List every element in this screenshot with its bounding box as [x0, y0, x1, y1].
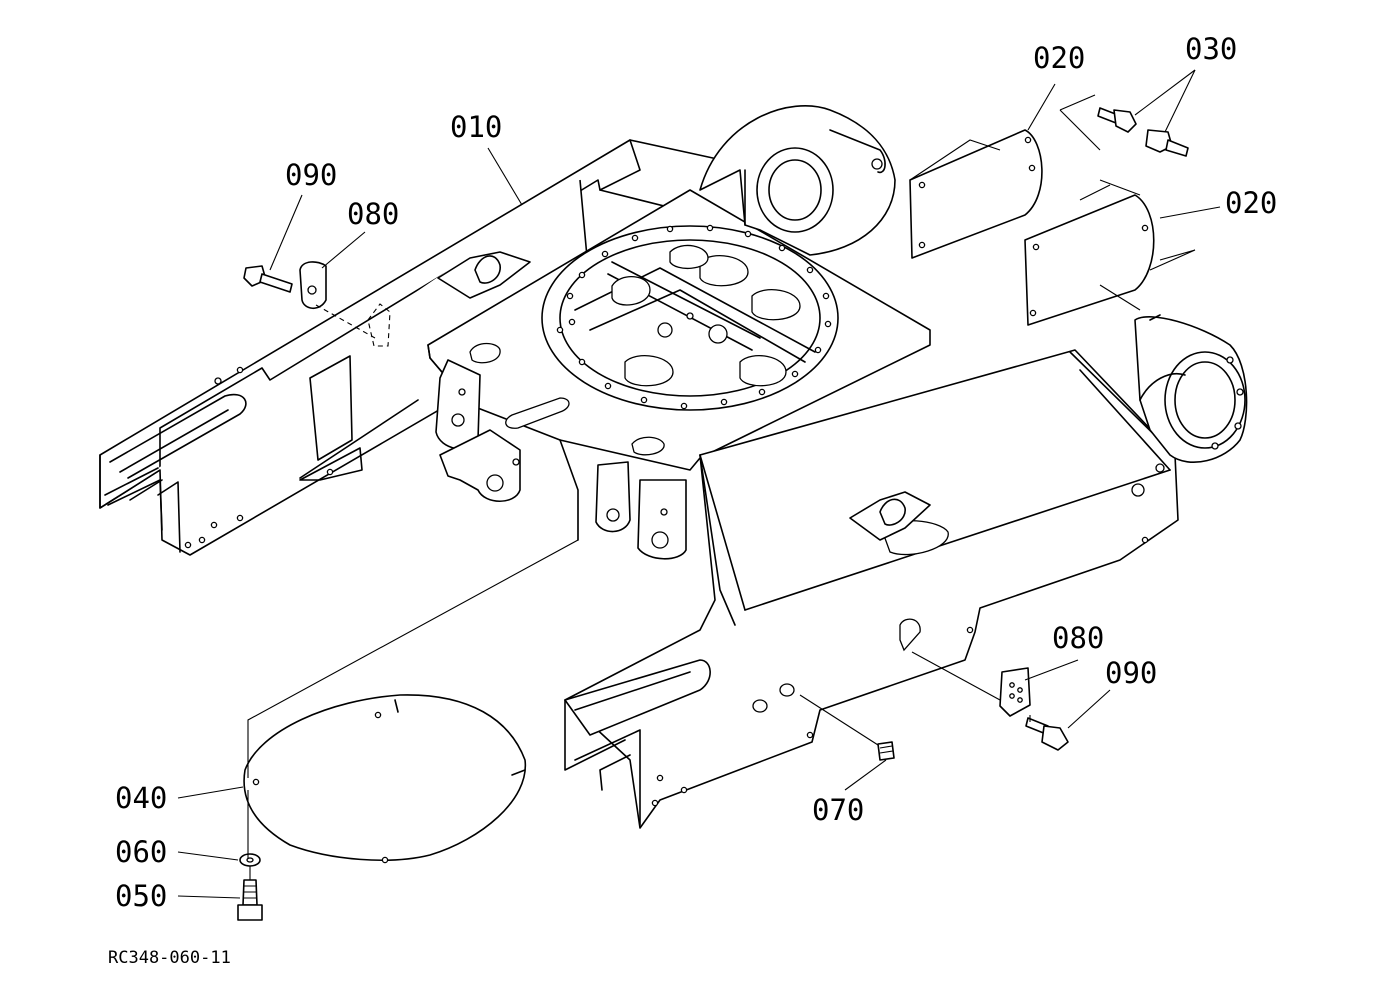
callout-090-upper: 090: [285, 158, 337, 192]
callout-040: 040: [115, 781, 167, 815]
grease-fitting-right: [849, 491, 931, 541]
callout-090-lower: 090: [1105, 656, 1157, 690]
callout-050: 050: [115, 879, 167, 913]
bolt-090-lower: [1025, 717, 1069, 751]
grease-fitting-left: [437, 251, 531, 299]
callout-leaders: [177, 69, 1221, 899]
callout-010: 010: [450, 110, 502, 144]
drawing-code: RC348-060-11: [108, 948, 231, 968]
swing-deck: [427, 189, 931, 471]
track-frame: [99, 105, 1248, 829]
sprocket-housing-right: [1134, 314, 1248, 463]
cover-plate-lower: [1024, 179, 1196, 326]
callout-020-lower: 020: [1225, 186, 1277, 220]
plate-080-lower: [999, 667, 1031, 717]
blade-brackets: [435, 359, 687, 560]
cover-plate-upper: [909, 94, 1101, 259]
plate-080-upper: [299, 261, 327, 310]
assembly-lines: [247, 303, 1031, 880]
bottom-cover: [243, 694, 527, 864]
left-inner-panel: [309, 355, 353, 461]
pin-070: [877, 741, 895, 761]
callout-030: 030: [1185, 32, 1237, 66]
bolt-050: [237, 879, 263, 921]
bolt-090-upper: [243, 265, 293, 293]
callout-060: 060: [115, 835, 167, 869]
callout-020-upper: 020: [1033, 41, 1085, 75]
sprocket-housing-left: [699, 105, 896, 256]
callout-080-upper: 080: [347, 197, 399, 231]
washer-060: [239, 853, 261, 867]
bolt-030-a: [1097, 107, 1137, 133]
callout-080-lower: 080: [1052, 621, 1104, 655]
callout-070: 070: [812, 793, 864, 827]
bolt-030-b: [1145, 129, 1189, 157]
